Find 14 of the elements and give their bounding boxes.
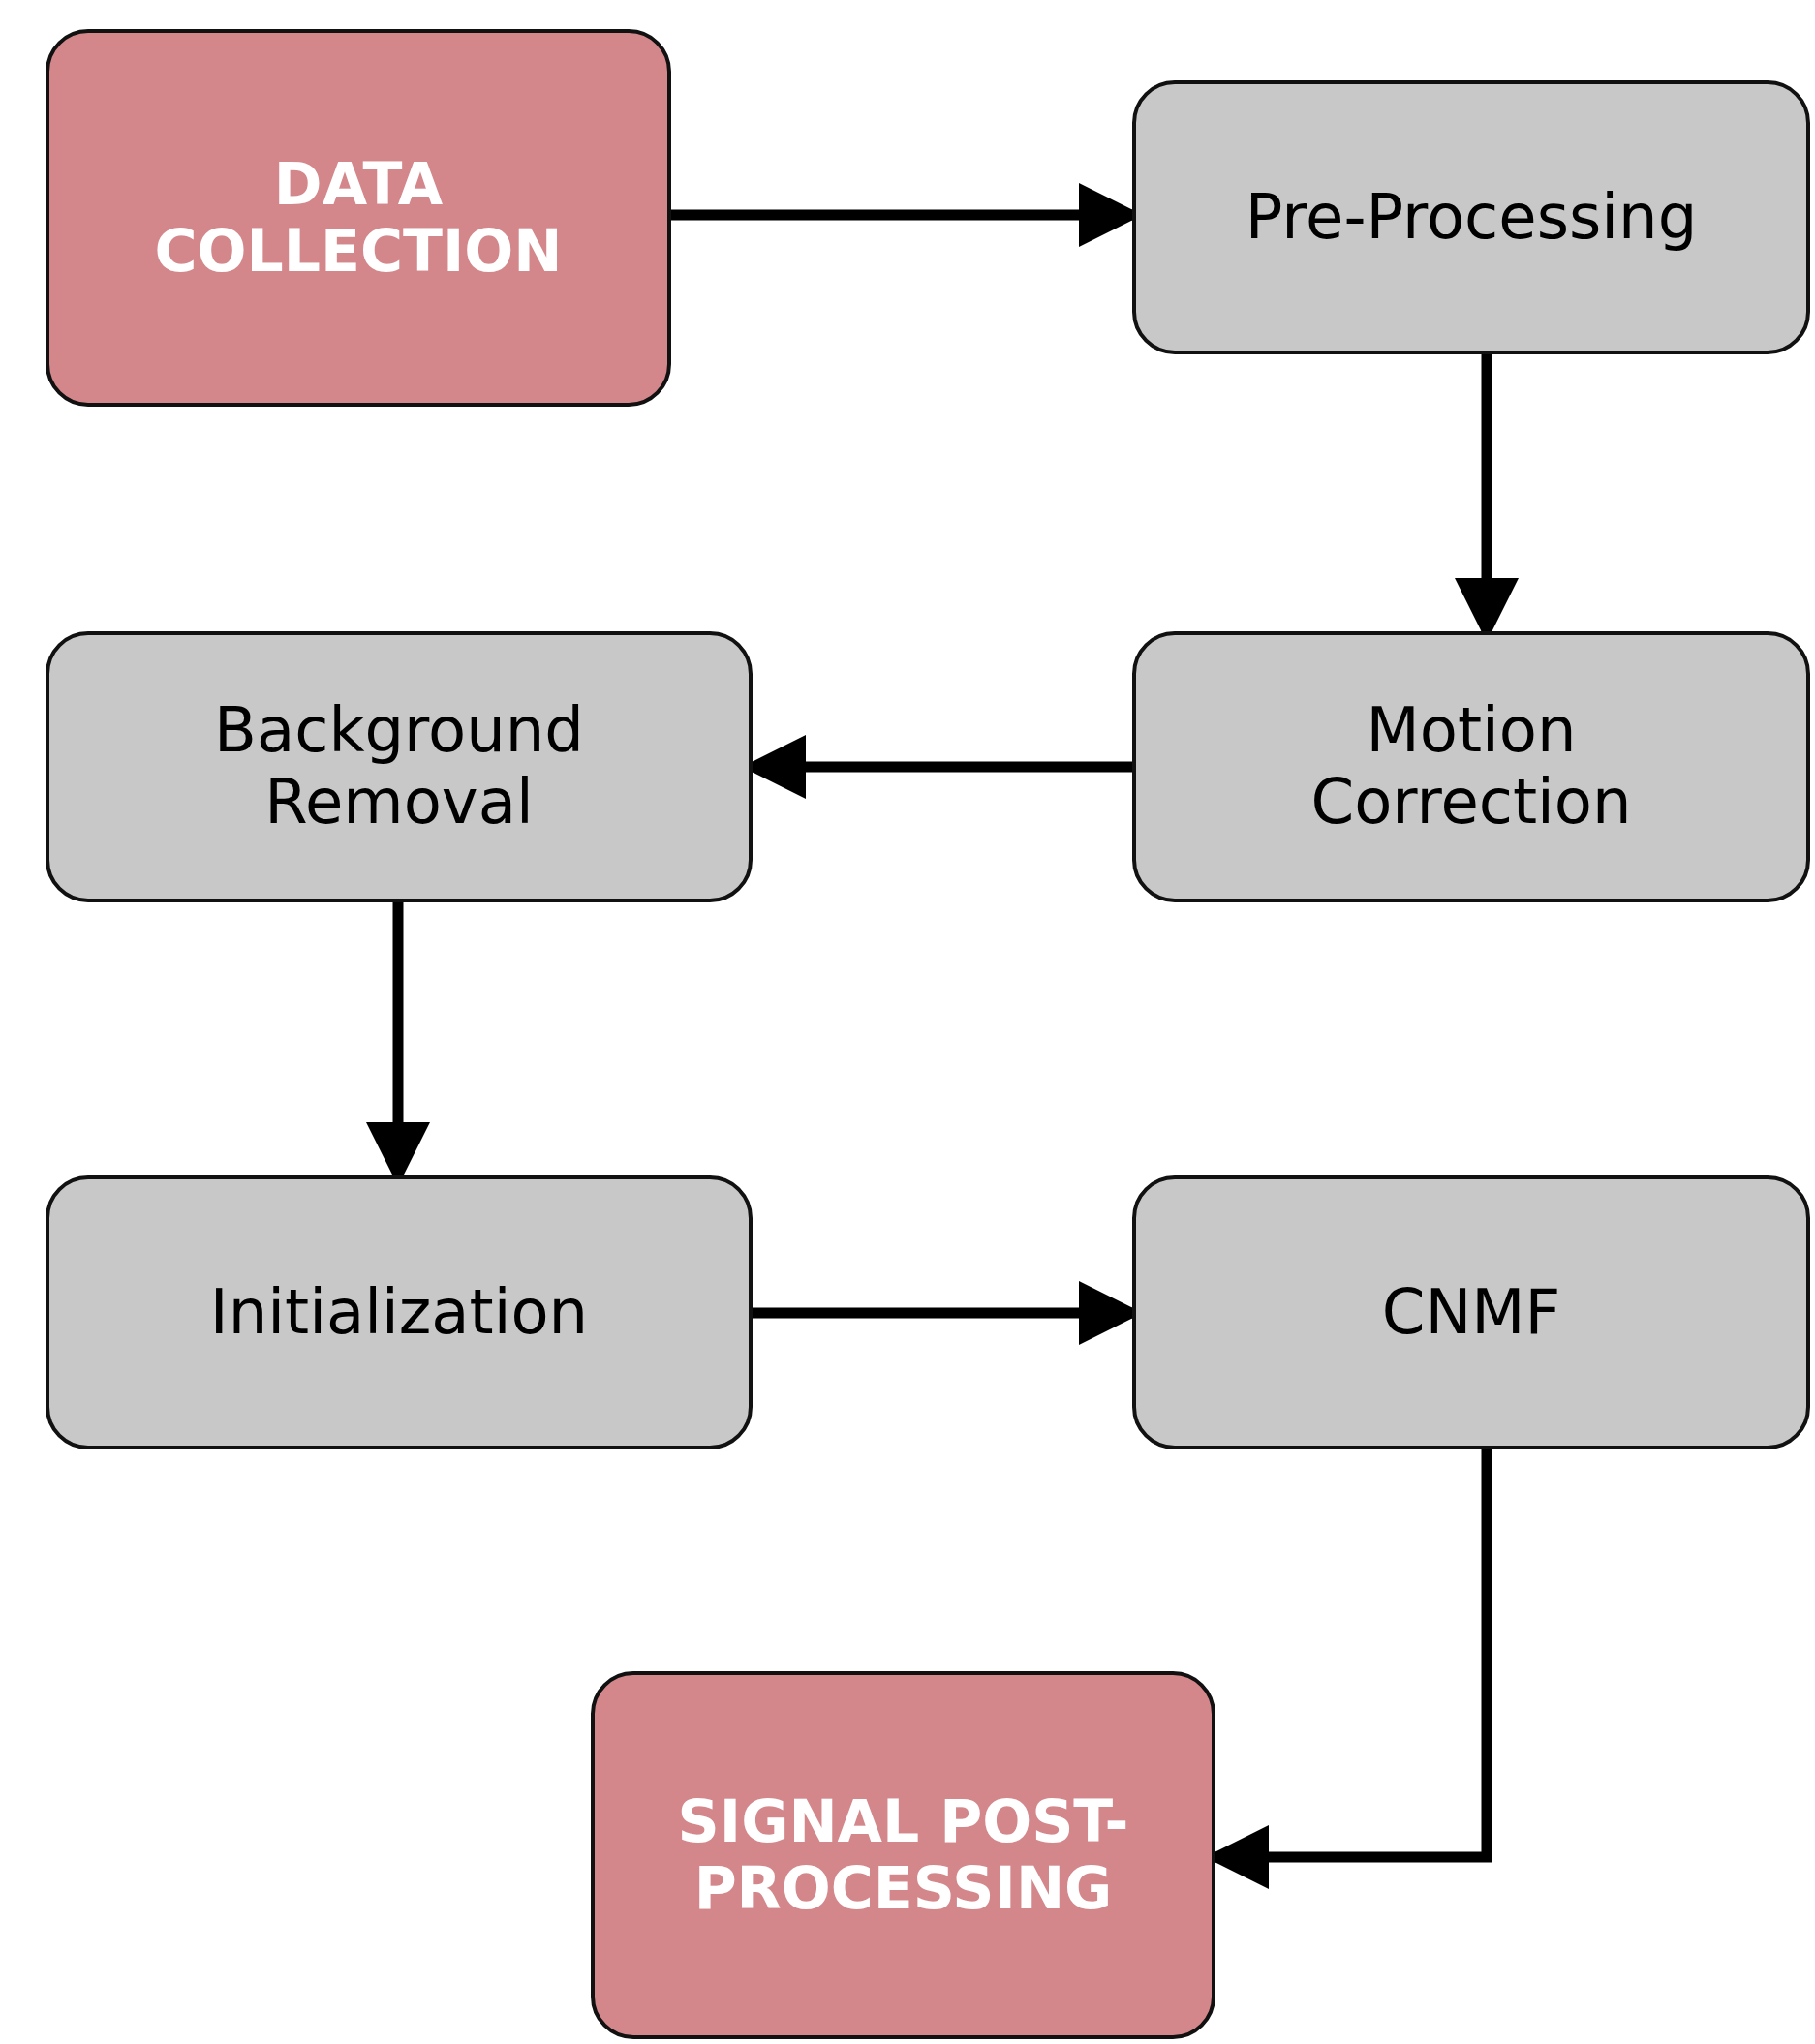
box-label: CNMF: [1381, 1276, 1561, 1349]
terminal-box: [46, 29, 671, 407]
box-label: Background Removal: [213, 695, 585, 839]
process-box: [1132, 1175, 1810, 1449]
box-label: DATA COLLECTION: [153, 151, 564, 285]
box-label: Initialization: [209, 1276, 589, 1349]
box-label: SIGNAL POST-PROCESSING: [676, 1788, 1130, 1922]
process-box: [46, 1175, 753, 1449]
box-label: Pre-Processing: [1245, 181, 1698, 254]
process-box: [46, 631, 753, 902]
terminal-box: [591, 1671, 1215, 2039]
box-label: Motion Correction: [1309, 695, 1633, 839]
process-box: [1132, 631, 1810, 902]
process-box: [1132, 80, 1810, 354]
